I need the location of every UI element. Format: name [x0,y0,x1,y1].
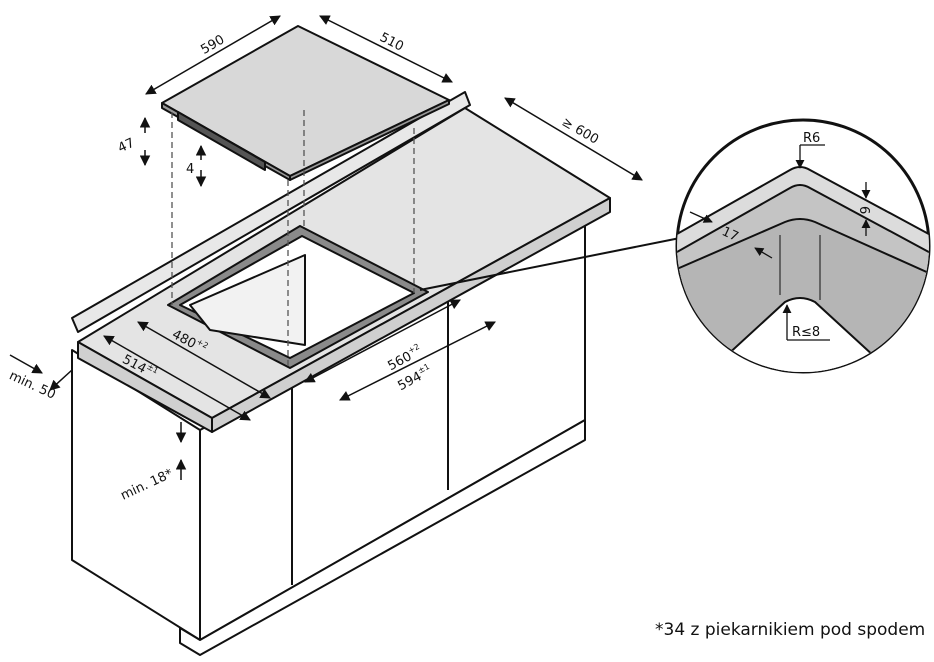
plinth [179,419,586,656]
dim-hob-height: 47 [116,136,137,157]
detail-magnifier: R6 6 17 R≤8 [675,118,931,374]
detail-radius-top: R6 [803,131,820,146]
detail-width: 17 [719,224,740,245]
dim-wall-distance: min. 50 [7,368,58,402]
hob-edge-right [289,99,450,181]
footnote: *34 z piekarnikiem pod spodem [655,620,926,640]
dim-hob-offset: 4 [186,162,194,177]
hob-body [177,111,266,171]
detail-step-depth: 6 [856,206,871,214]
detail-radius-bottom: R≤8 [792,325,820,340]
dim-hob-width: 590 [198,32,227,57]
